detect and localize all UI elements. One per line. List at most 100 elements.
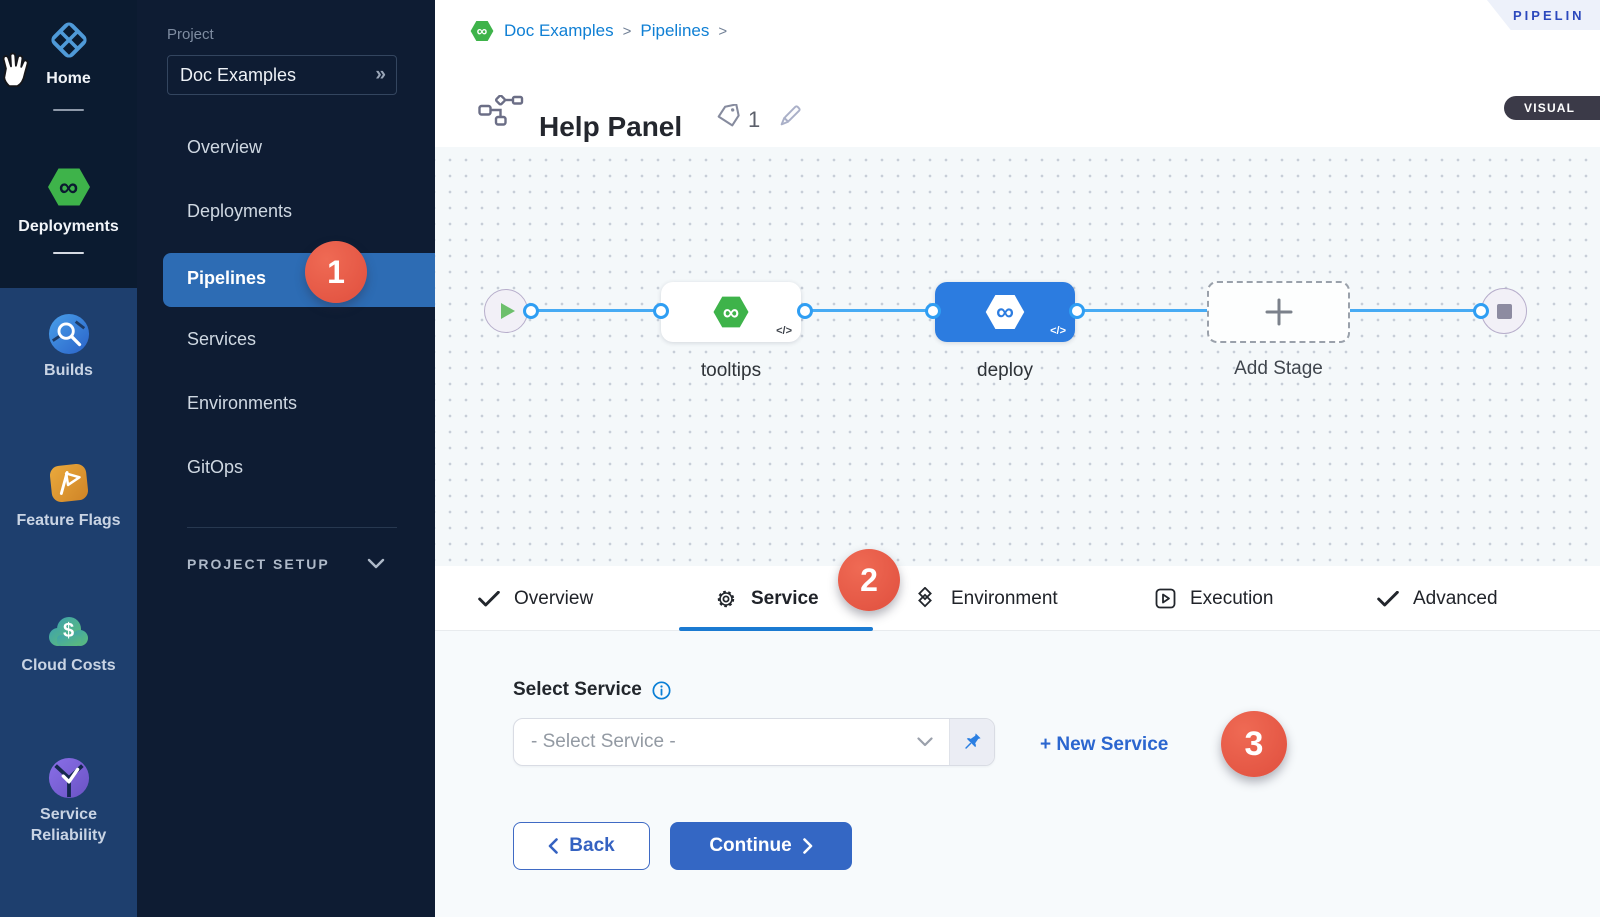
- tab-advanced[interactable]: Advanced: [1377, 566, 1498, 631]
- layers-icon: [918, 586, 932, 607]
- cd-module-icon: [470, 20, 494, 42]
- chevron-right-icon: [802, 838, 812, 854]
- topbar: ∞ Doc Examples > Pipelines > PIPELIN: [435, 0, 1600, 69]
- tag-icon[interactable]: [716, 104, 743, 131]
- code-badge[interactable]: </>: [1050, 325, 1066, 337]
- visual-yaml-toggle[interactable]: VISUAL: [1504, 96, 1600, 120]
- tab-label: Execution: [1190, 587, 1274, 609]
- connector-port[interactable]: [797, 303, 813, 319]
- dropdown-placeholder: - Select Service -: [531, 731, 676, 752]
- tab-label: Environment: [951, 587, 1058, 609]
- pushpin-icon: [965, 733, 981, 749]
- cd-stage-icon: [713, 296, 749, 328]
- rail-item-feature-flags[interactable]: Feature Flags: [0, 461, 137, 531]
- main-content: ∞ Doc Examples > Pipelines > PIPELIN: [435, 0, 1600, 917]
- select-service-dropdown[interactable]: - Select Service -: [513, 718, 995, 766]
- execution-icon: [1155, 588, 1176, 609]
- pin-button[interactable]: [949, 719, 994, 765]
- project-setup-label[interactable]: PROJECT SETUP: [187, 556, 330, 572]
- project-nav: Project Doc Examples » Overview Deployme…: [137, 0, 435, 917]
- annotation-step-2: 2: [838, 549, 900, 611]
- connector-port[interactable]: [925, 303, 941, 319]
- breadcrumb-separator: >: [718, 22, 728, 40]
- pipeline-canvas[interactable]: ∞ </> tooltips ∞ </> deploy: [435, 147, 1600, 566]
- nav-item-environments[interactable]: Environments: [187, 393, 298, 413]
- annotation-step-1: 1: [305, 241, 367, 303]
- infinity-glyph: ∞: [996, 297, 1014, 326]
- tab-service[interactable]: Service: [715, 566, 819, 631]
- stage-tab-bar: Overview Service Environment: [435, 566, 1600, 631]
- add-stage-label[interactable]: Add Stage: [1234, 358, 1323, 379]
- code-badge[interactable]: </>: [776, 325, 792, 337]
- pipeline-graph-icon: [478, 95, 524, 126]
- home-icon: [50, 22, 87, 58]
- nav-item-pipelines-active-row[interactable]: Pipelines: [163, 253, 435, 307]
- info-icon[interactable]: [652, 680, 671, 700]
- new-service-link[interactable]: + New Service: [1040, 734, 1169, 755]
- annotation-step-3: 3: [1221, 711, 1287, 777]
- rail-item-builds[interactable]: Builds: [0, 313, 137, 381]
- rail-divider-deployments: [53, 252, 84, 254]
- hand-cursor-icon: [2, 52, 29, 88]
- continue-button[interactable]: Continue: [670, 822, 852, 870]
- continue-label: Continue: [709, 835, 792, 856]
- select-service-label: Select Service: [513, 679, 671, 701]
- nav-item-services[interactable]: Services: [187, 329, 257, 349]
- rail-item-service-reliability[interactable]: Service Reliability: [0, 757, 137, 846]
- connector-port[interactable]: [1069, 303, 1085, 319]
- check-icon: [1377, 590, 1399, 606]
- tab-label: Service: [751, 587, 819, 609]
- check-icon: [478, 590, 500, 606]
- breadcrumb-link-project[interactable]: Doc Examples: [504, 21, 614, 40]
- nav-divider: [187, 527, 397, 528]
- rail-divider-home: [53, 109, 84, 111]
- rail-item-deployments[interactable]: ∞ Deployments: [0, 163, 137, 237]
- back-button[interactable]: Back: [513, 822, 650, 870]
- gear-icon: [717, 590, 735, 607]
- service-tab-panel: Select Service - Select Service -: [435, 631, 1600, 917]
- rail-label-service-reliability: Service Reliability: [30, 806, 107, 844]
- breadcrumb-separator: >: [622, 22, 632, 40]
- chevron-left-icon: [548, 838, 559, 854]
- rail-label-feature-flags: Feature Flags: [16, 512, 121, 529]
- pipeline-end-node: [1481, 288, 1527, 334]
- pipeline-studio-ribbon: PIPELIN: [1487, 0, 1600, 30]
- nav-item-deployments[interactable]: Deployments: [187, 201, 293, 221]
- add-stage-button[interactable]: [1207, 281, 1350, 343]
- expand-double-chevron-icon[interactable]: »: [375, 64, 386, 85]
- rail-item-home[interactable]: Home: [0, 17, 137, 89]
- chevron-down-icon[interactable]: [917, 737, 933, 747]
- chevron-down-icon[interactable]: [367, 558, 385, 570]
- visual-toggle-label: VISUAL: [1524, 101, 1576, 115]
- stage-node-deploy-selected[interactable]: ∞ </>: [935, 282, 1075, 342]
- tab-environment[interactable]: Environment: [913, 566, 1058, 631]
- nav-item-pipelines[interactable]: Pipelines: [187, 268, 267, 288]
- tab-overview[interactable]: Overview: [478, 566, 593, 631]
- cloud-costs-icon: [48, 617, 88, 646]
- ribbon-label: PIPELIN: [1513, 7, 1585, 23]
- breadcrumb-link-pipelines[interactable]: Pipelines: [640, 21, 710, 40]
- page-header: Help Panel 1 VISUAL: [435, 68, 1600, 147]
- nav-item-gitops[interactable]: GitOps: [187, 457, 244, 477]
- select-service-text: Select Service: [513, 679, 642, 700]
- rail-label-home: Home: [46, 70, 91, 87]
- module-rail: Home ∞ Deployments Builds: [0, 0, 137, 917]
- connector-port[interactable]: [653, 303, 669, 319]
- builds-icon: [48, 313, 89, 355]
- connector-port[interactable]: [523, 303, 539, 319]
- cd-stage-icon: [985, 295, 1025, 329]
- project-selector[interactable]: Doc Examples »: [167, 55, 397, 95]
- rail-item-cloud-costs[interactable]: $ Cloud Costs: [0, 612, 137, 676]
- stage-label-tooltips: tooltips: [700, 360, 762, 381]
- pipeline-start-node: [484, 289, 528, 333]
- feature-flags-icon: [49, 463, 88, 503]
- nav-item-overview[interactable]: Overview: [187, 137, 263, 157]
- edit-pencil-icon[interactable]: [776, 102, 804, 130]
- infinity-glyph: ∞: [722, 298, 740, 325]
- stage-node-tooltips[interactable]: ∞ </>: [661, 282, 801, 342]
- connector-port[interactable]: [1473, 303, 1489, 319]
- rail-label-cloud-costs: Cloud Costs: [21, 657, 116, 674]
- tab-execution[interactable]: Execution: [1155, 566, 1273, 631]
- plus-icon: [1265, 298, 1292, 326]
